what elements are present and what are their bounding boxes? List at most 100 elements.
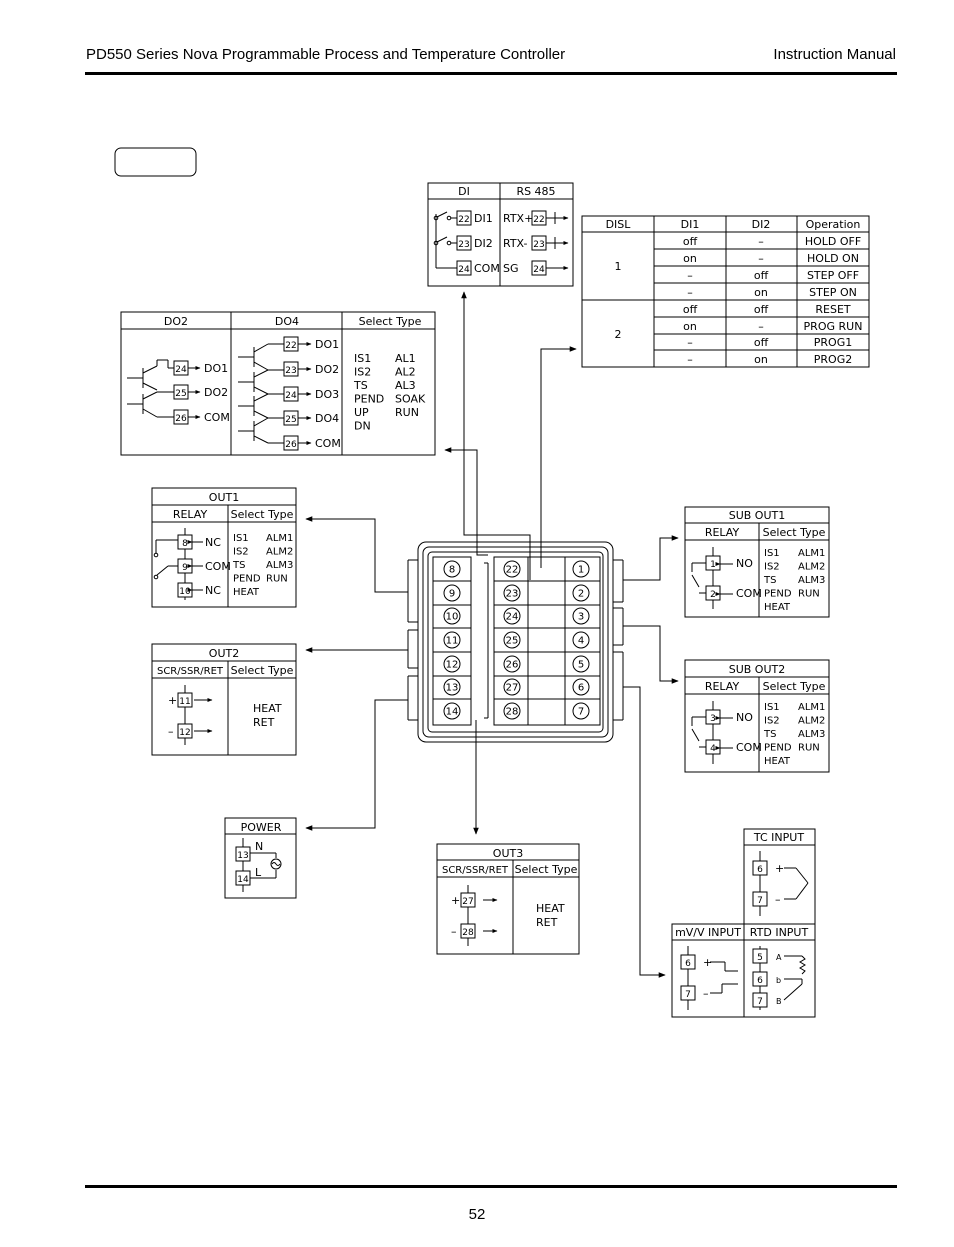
disl-di2-cell: – (758, 320, 764, 333)
sub2-cells-term: 3 (710, 714, 716, 724)
rtd-term: 6 (757, 976, 763, 986)
sub2-cells-select-item: ALM2 (798, 716, 825, 727)
do-select-item: AL3 (395, 379, 416, 392)
connection-leaders (305, 291, 679, 978)
sub2-cells-select-item: TS (763, 729, 776, 740)
out3-col-type: SCR/SSR/RET (442, 865, 509, 876)
out2-block (151, 643, 297, 756)
do-select-item: UP (354, 406, 369, 419)
out1-select-item: IS1 (233, 533, 249, 544)
do4-term: 23 (285, 366, 296, 376)
terminal-number: 9 (449, 589, 455, 600)
rs485-label: RTX- (503, 237, 528, 250)
terminal-number: 12 (446, 660, 459, 671)
do-select-item: AL2 (395, 366, 416, 379)
do-select-item: TS (353, 379, 368, 392)
rtd-label: A (776, 953, 782, 962)
sub2-cells-select-item: IS2 (764, 716, 780, 727)
sub1-cells-select-item: PEND (764, 589, 792, 600)
disl-di2-cell: – (758, 235, 764, 248)
sub1-cells-select-item: ALM3 (798, 575, 825, 586)
terminal-number: 13 (446, 683, 459, 694)
out1-select-item: IS2 (233, 547, 249, 558)
out1-select-item: RUN (266, 574, 288, 585)
header-doc-type: Instruction Manual (773, 46, 896, 63)
tc-sign: + (775, 862, 784, 875)
disl-header: DI1 (681, 218, 700, 231)
out1-select-item: PEND (233, 574, 261, 585)
out3-term: 27 (462, 897, 473, 907)
out1-select-item: HEAT (233, 587, 260, 598)
rtd-label: b (776, 976, 781, 985)
disl-di2-cell: off (754, 269, 769, 282)
di-label: COM (474, 262, 500, 275)
do4-label: DO4 (315, 412, 339, 425)
out1-term: 9 (182, 563, 188, 573)
do2-term: 25 (175, 389, 186, 399)
di-col-header: DI (458, 185, 470, 198)
out1-term: 8 (182, 539, 188, 549)
disl-operation-cell: PROG2 (814, 353, 852, 366)
do-select-item: IS1 (354, 352, 371, 365)
disl-operation-cell: PROG RUN (804, 320, 863, 333)
terminal-number: 25 (506, 636, 519, 647)
do4-label: COM (315, 437, 341, 450)
power-block (224, 817, 297, 899)
disl-operation-cell: STEP ON (809, 286, 857, 299)
out1-col-relay: RELAY (173, 508, 208, 521)
sub2-cells-term: 4 (710, 744, 716, 754)
out3-block (436, 843, 580, 955)
sub-out1-block (684, 506, 830, 618)
terminal-number: 5 (578, 660, 584, 671)
tc-input-title: TC INPUT (753, 831, 804, 844)
do-select-item: DN (354, 420, 371, 433)
footer-rule (85, 1185, 897, 1188)
mv-sign: – (703, 987, 709, 1000)
sub2-cells-select-item: RUN (798, 743, 820, 754)
sub2-cells-label: COM (736, 741, 762, 754)
sub1-cells-label: COM (736, 587, 762, 600)
sub1-cells-select-item: IS2 (764, 562, 780, 573)
out2-col-select: Select Type (231, 664, 294, 677)
do4-label: DO1 (315, 338, 339, 351)
out1-title: OUT1 (209, 491, 239, 504)
terminal-number: 1 (578, 565, 584, 576)
mv-term: 6 (685, 959, 691, 969)
do4-term: 25 (285, 415, 296, 425)
terminal-number: 4 (578, 636, 584, 647)
mv-term: 7 (685, 990, 691, 1000)
disl-operation-cell: RESET (815, 303, 851, 316)
out1-select-item: TS (232, 560, 245, 571)
terminal-number: 14 (446, 707, 459, 718)
terminal-circles (443, 560, 590, 720)
tc-term: 7 (757, 896, 763, 906)
terminal-number: 7 (578, 707, 584, 718)
out2-sign: + (168, 694, 177, 707)
do2-term: 24 (175, 365, 187, 375)
do-select-header: Select Type (359, 315, 422, 328)
out3-select-item: RET (536, 916, 558, 929)
terminal-block (407, 541, 624, 743)
out2-select-item: RET (253, 716, 275, 729)
disl-di1-cell: off (683, 303, 698, 316)
terminal-number: 23 (506, 589, 519, 600)
terminal-number: 3 (578, 612, 584, 623)
disl-header: DISL (606, 218, 632, 231)
terminal-number: 11 (446, 636, 459, 647)
rtd-term: 5 (757, 953, 763, 963)
terminal-number: 22 (506, 565, 519, 576)
out2-select-item: HEAT (253, 702, 282, 715)
out1-label: NC (205, 584, 221, 597)
mv-sign: + (703, 956, 712, 969)
out3-term: 28 (462, 928, 474, 938)
out3-title: OUT3 (493, 847, 523, 860)
disl-operation-cell: HOLD OFF (805, 235, 861, 248)
sub-out2-block (684, 659, 830, 773)
out1-col-select: Select Type (231, 508, 294, 521)
disl-di1-cell: on (683, 252, 697, 265)
sub-out1-col-select: Select Type (763, 526, 826, 539)
power-label-l: L (255, 866, 262, 879)
do4-label: DO3 (315, 388, 339, 401)
out1-select-item: ALM2 (266, 547, 293, 558)
power-label-n: N (255, 840, 263, 853)
